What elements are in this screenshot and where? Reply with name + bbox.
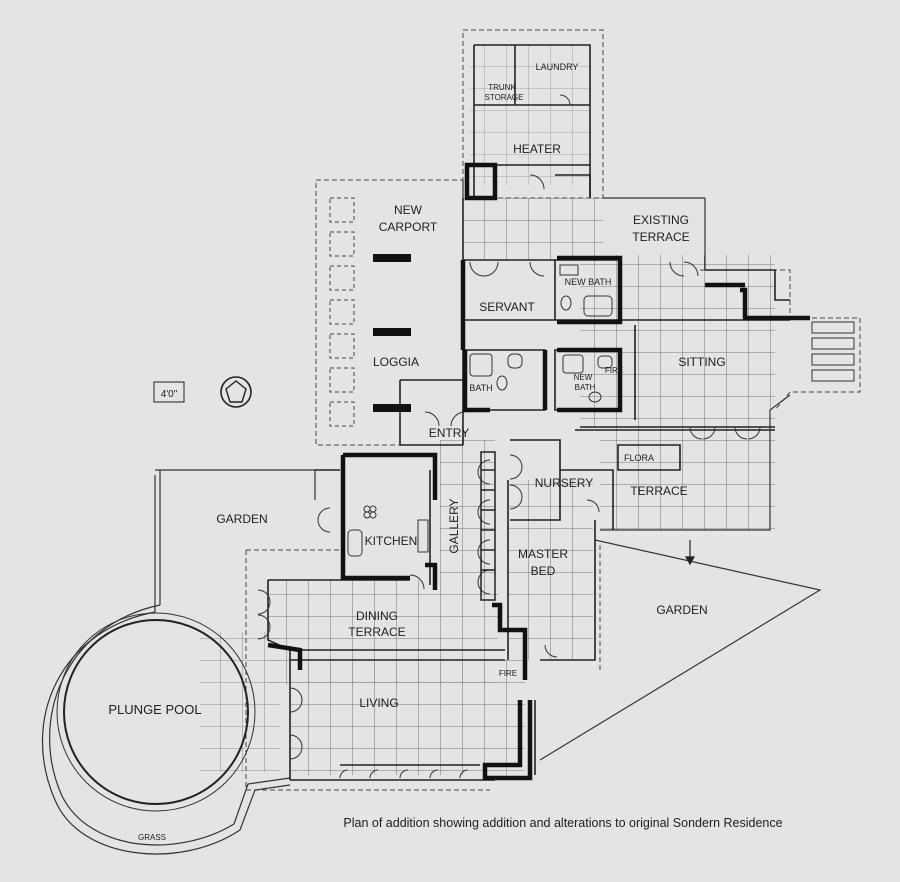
label-flora: FLORA [624, 453, 654, 463]
label-fire-sitting: FIRE [605, 366, 623, 375]
floor-grids [200, 45, 775, 775]
scale-label: 4'0" [161, 389, 178, 400]
label-living: LIVING [359, 696, 398, 710]
label-bath: BATH [469, 383, 492, 393]
label-new-bath-top: NEW BATH [565, 277, 612, 287]
label-garden-right: GARDEN [656, 603, 707, 617]
plumbing-fixtures [347, 264, 613, 557]
label-master-2: BED [531, 564, 556, 578]
carport-posts [373, 254, 411, 412]
label-plunge-pool: PLUNGE POOL [108, 702, 201, 717]
north-arrow [220, 376, 252, 408]
label-trunk: TRUNK [488, 83, 516, 92]
drain-arrow [684, 540, 696, 566]
label-entry: ENTRY [429, 426, 469, 440]
label-existing-terrace-1: EXISTING [633, 213, 689, 227]
label-nursery: NURSERY [535, 476, 593, 490]
label-fire-living: FIRE [499, 669, 517, 678]
walls-thin [267, 44, 790, 781]
label-master-1: MASTER [518, 547, 568, 561]
door-swings [257, 94, 761, 760]
plunge-pool [56, 612, 256, 812]
label-loggia: LOGGIA [373, 355, 419, 369]
room-labels: LAUNDRY TRUNK STORAGE HEATER NEW CARPORT… [108, 62, 725, 842]
label-heater: HEATER [513, 142, 561, 156]
label-grass: GRASS [138, 833, 166, 842]
label-sitting: SITTING [678, 355, 725, 369]
label-servant: SERVANT [479, 300, 535, 314]
walls-thick [267, 162, 810, 781]
label-new-bath-1: NEW [574, 373, 593, 382]
label-gallery: GALLERY [447, 498, 461, 553]
label-kitchen: KITCHEN [365, 534, 418, 548]
scale-box [153, 381, 185, 403]
label-dining-terrace: TERRACE [348, 625, 405, 639]
label-dining: DINING [356, 609, 398, 623]
living-bottom-doors [339, 769, 469, 779]
label-storage: STORAGE [485, 93, 524, 102]
label-new-bath-2: BATH [575, 383, 596, 392]
label-terrace: TERRACE [630, 484, 687, 498]
sitting-steps [811, 321, 855, 382]
carport-bays [329, 197, 355, 427]
label-new-carport-2: CARPORT [379, 220, 438, 234]
gallery-cabinets [480, 451, 496, 601]
figure-caption: Plan of addition showing addition and al… [343, 816, 782, 830]
site-boundary [41, 180, 822, 855]
label-new-carport-1: NEW [394, 203, 423, 217]
label-existing-terrace-2: TERRACE [632, 230, 689, 244]
label-laundry: LAUNDRY [536, 62, 579, 72]
label-garden-left: GARDEN [216, 512, 267, 526]
